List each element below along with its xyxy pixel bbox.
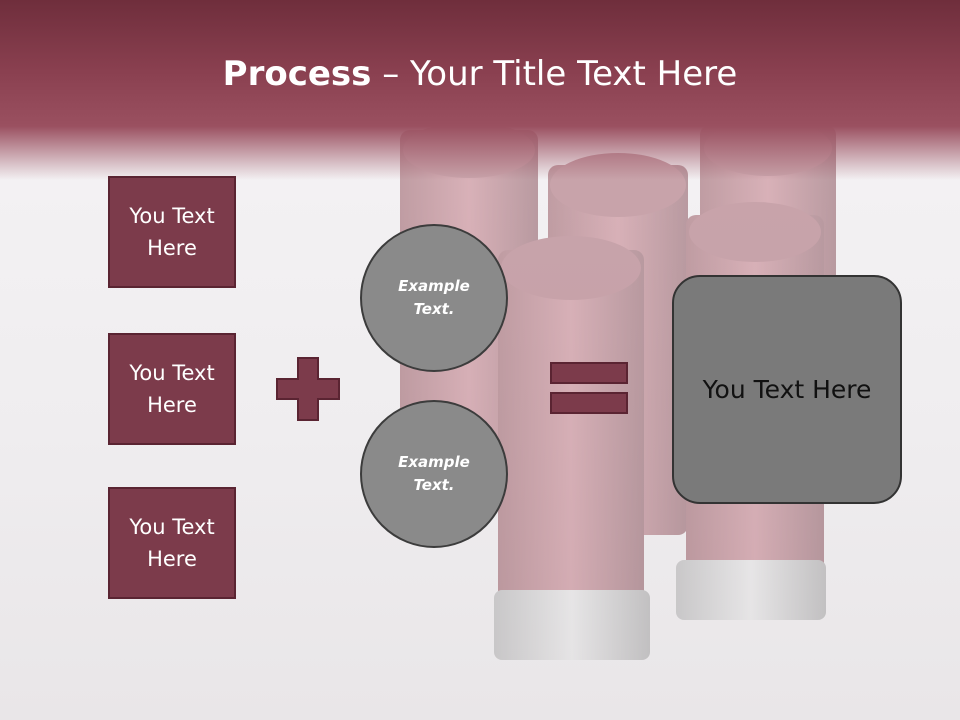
example-circle-2[interactable]: Example Text. [360,400,508,548]
text-box-2[interactable]: You Text Here [108,333,236,445]
title-bold: Process [222,54,372,94]
circle-label: Example Text. [398,277,470,318]
text-box-label: You Text Here [129,515,215,571]
text-box-label: You Text Here [129,361,215,417]
text-box-3[interactable]: You Text Here [108,487,236,599]
header-band [0,0,960,180]
title-separator: – [371,54,411,94]
example-circle-1[interactable]: Example Text. [360,224,508,372]
text-box-label: You Text Here [129,204,215,260]
circle-label: Example Text. [398,453,470,494]
slide-title: Process – Your Title Text Here [0,52,960,96]
title-rest: Your Title Text Here [410,54,738,94]
result-box[interactable]: You Text Here [672,275,902,504]
text-box-1[interactable]: You Text Here [108,176,236,288]
plus-icon [276,357,340,421]
result-label: You Text Here [702,375,872,404]
equals-icon [550,362,628,414]
